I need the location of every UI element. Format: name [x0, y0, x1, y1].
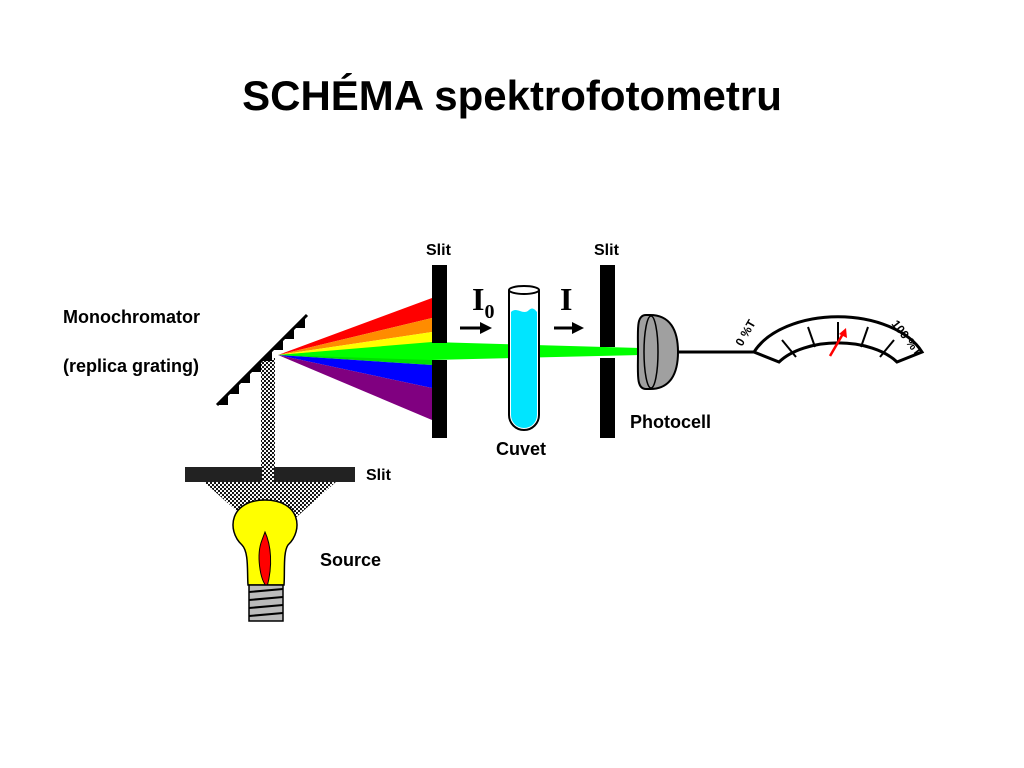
spectrum-yellow — [278, 332, 432, 355]
cuvet-label: Cuvet — [496, 439, 546, 459]
slit-label-bottom: Slit — [366, 467, 392, 484]
right-slit-lower — [600, 358, 615, 438]
meter-gauge-icon — [751, 315, 925, 364]
incident-intensity-label: I0 — [472, 281, 494, 323]
transmitted-arrow-icon — [554, 322, 584, 334]
meter-needle — [828, 331, 846, 357]
slit-label-top-left: Slit — [426, 242, 452, 259]
photocell-icon — [636, 314, 680, 390]
slit-label-top-right: Slit — [594, 242, 620, 259]
page-title: SCHÉMA spektrofotometru — [242, 72, 782, 119]
monochromator-label: Monochromator — [63, 307, 200, 327]
spectrum-violet — [278, 355, 432, 420]
monochromatic-beam — [278, 342, 640, 360]
grating-icon — [215, 313, 309, 407]
spectrum-orange — [278, 318, 432, 355]
source-label: Source — [320, 550, 381, 570]
spectrum-fan — [278, 298, 432, 420]
left-slit-lower — [432, 360, 447, 438]
light-bulb-icon — [232, 499, 298, 622]
spectrum-red — [278, 298, 432, 355]
transmitted-intensity-label: I — [560, 281, 572, 317]
meter-zero-label: 0 %T — [732, 317, 758, 349]
replica-grating-label: (replica grating) — [63, 356, 199, 376]
beam-to-grating — [261, 358, 275, 468]
left-slit-upper — [432, 265, 447, 343]
incident-arrow-icon — [460, 322, 492, 334]
photocell-label: Photocell — [630, 412, 711, 432]
right-slit-upper — [600, 265, 615, 347]
cuvet-icon — [508, 285, 540, 431]
